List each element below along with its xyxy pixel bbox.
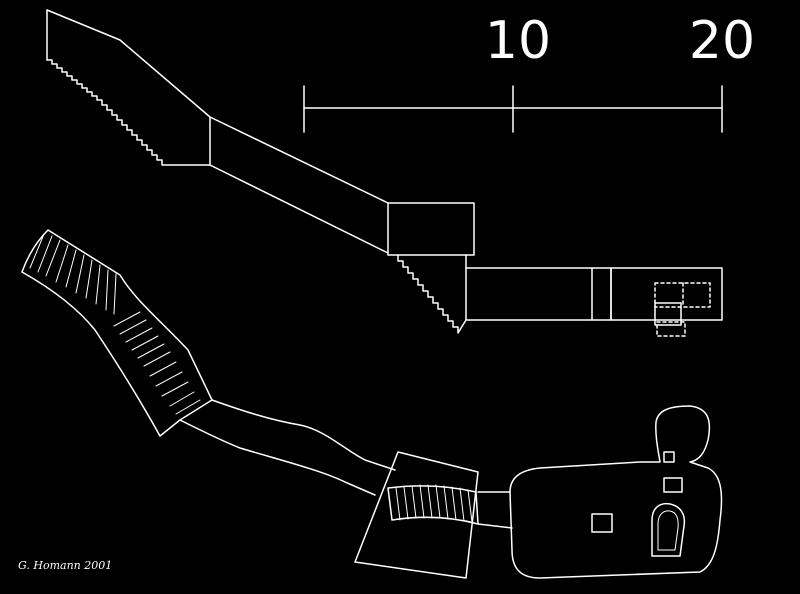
plan-pillar-1 xyxy=(591,513,613,533)
scale-label-20: 20 xyxy=(689,11,755,71)
plan-well-stair-treads xyxy=(395,484,473,523)
plan-well xyxy=(354,451,479,579)
plan-pillar-2 xyxy=(663,477,683,493)
section-stairs-lower xyxy=(397,254,467,334)
section-passage xyxy=(465,267,612,321)
plan-stair-outline xyxy=(21,229,213,437)
plan-view xyxy=(21,229,723,579)
section-stairs-upper xyxy=(46,59,211,166)
section-well-room xyxy=(387,202,475,256)
section-burial-chamber xyxy=(610,267,723,321)
plan-stair-treads xyxy=(29,233,201,415)
section-view xyxy=(46,9,723,337)
plan-corridor xyxy=(179,399,396,496)
plan-well-stair xyxy=(387,485,479,525)
section-corridor-top xyxy=(46,9,389,204)
plan-sarcophagus xyxy=(651,502,686,557)
plan-niche xyxy=(663,451,675,463)
section-pit-shadow xyxy=(656,321,686,337)
section-pit xyxy=(654,302,682,326)
author-credit: G. Homann 2001 xyxy=(18,559,112,572)
plan-burial-chamber xyxy=(509,405,723,579)
plan-sarcophagus-inner xyxy=(657,510,679,551)
section-corridor-bottom xyxy=(209,164,389,254)
plan-passage xyxy=(477,491,513,529)
scale-bar: 10 20 xyxy=(303,11,755,133)
scale-label-10: 10 xyxy=(485,11,551,71)
